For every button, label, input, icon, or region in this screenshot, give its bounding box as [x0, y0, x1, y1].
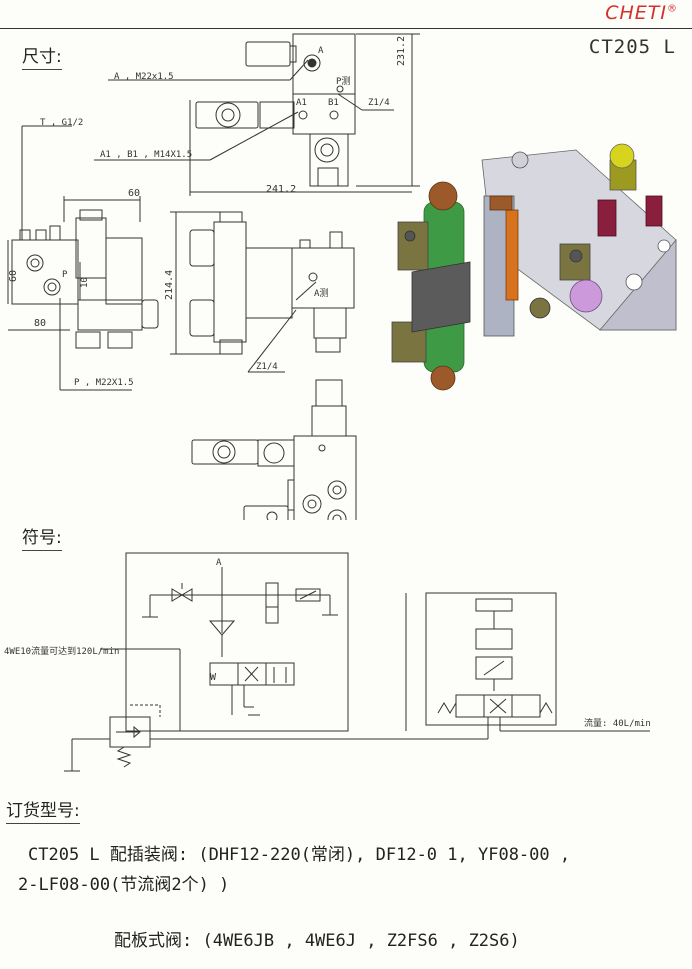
top-view: [94, 33, 420, 196]
brand-name: CHETI: [605, 2, 667, 24]
label-width-total: 241.2: [266, 184, 297, 195]
label-flow-left: 4WE10流量可达到120L/min: [4, 647, 120, 657]
order-line-3: 配板式阀: (4WE6JB , 4WE6J , Z2FS6 , Z2S6): [114, 931, 520, 951]
label-port-p: P , M22X1.5: [74, 378, 134, 388]
label-port-a1b1: A1 , B1 , M14X1.5: [100, 150, 193, 160]
label-port-t: T , G1/2: [40, 118, 84, 128]
manifold-boundary: [125, 552, 349, 732]
section-ordering: 订货型号:: [6, 796, 80, 824]
tag-a: A: [318, 46, 324, 56]
throttle-right: [295, 588, 321, 602]
isometric-render: [391, 143, 677, 391]
label-port-a: A , M22x1.5: [114, 72, 174, 82]
left-view: [7, 125, 159, 391]
label-dim-60-top: 60: [128, 188, 141, 199]
tag-a1: A1: [296, 98, 307, 108]
check-block-upper: [475, 628, 513, 650]
brand-logo: CHETI®: [605, 2, 678, 24]
check-valve-left: [171, 588, 183, 602]
tag-p: P: [62, 270, 68, 280]
dimension-drawings: [7, 33, 677, 520]
label-height-total: 231.2: [396, 35, 407, 66]
middle-view: [170, 211, 355, 373]
label-dim-10: 10: [80, 277, 90, 288]
registered-mark: ®: [667, 3, 678, 15]
label-z14-top: Z1/4: [368, 98, 390, 108]
directional-valve-small: [455, 694, 485, 718]
section-symbols: 符号:: [22, 523, 62, 551]
tag-a-measure: A测: [314, 289, 329, 299]
label-z14-bottom: Z1/4: [256, 362, 278, 372]
label-dim-60-left: 60: [8, 269, 19, 282]
cartridge-symbol: [208, 620, 236, 636]
label-height-side: 214.4: [164, 269, 175, 300]
tag-p-measure: P测: [336, 77, 351, 87]
hydraulic-schematic: [64, 552, 650, 772]
label-flow-right: 流量: 40L/min: [584, 719, 651, 729]
tag-b1: B1: [328, 98, 339, 108]
order-line-2: 2-LF08-00(节流阀2个) ): [18, 875, 230, 895]
order-line-1: CT205 L 配插装阀: (DHF12-220(常闭), DF12-0 1, …: [28, 845, 571, 865]
section-dimensions: 尺寸:: [22, 42, 62, 70]
label-schematic-w: W: [210, 672, 217, 683]
relief-valve-left: [109, 716, 151, 748]
label-dim-80: 80: [34, 318, 47, 329]
right-manifold-boundary: [425, 592, 557, 726]
bottom-view: [191, 379, 357, 520]
title-rule: [0, 28, 692, 29]
label-schematic-port-a: A: [216, 558, 222, 568]
model-title: CT205 L: [588, 36, 676, 58]
